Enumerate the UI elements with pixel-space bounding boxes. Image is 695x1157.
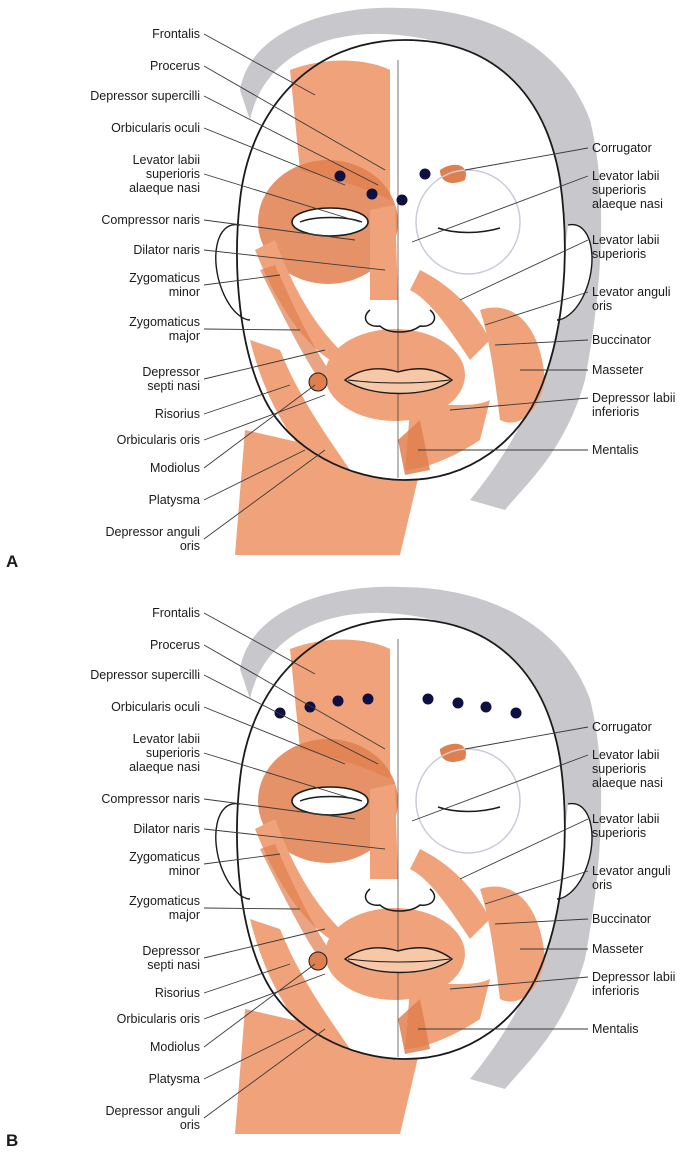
injection-point-2 [367, 189, 378, 200]
left-label-2: Procerus [150, 638, 200, 652]
left-label-11: Risorius [155, 986, 200, 1000]
injection-point-1 [275, 708, 286, 719]
left-label-1: Frontalis [152, 27, 200, 41]
left-label-13: Modiolus [150, 461, 200, 475]
nasalis-muscle [370, 205, 398, 300]
right-label-6: Masseter [592, 363, 643, 377]
left-label-5: Levator labii superioris alaeque nasi [129, 153, 200, 195]
injection-point-4 [363, 694, 374, 705]
injection-point-2 [305, 702, 316, 713]
left-label-5: Levator labii superioris alaeque nasi [129, 732, 200, 774]
right-label-2: Levator labii superioris alaeque nasi [592, 169, 663, 211]
right-label-5: Buccinator [592, 333, 651, 347]
face-diagram [0, 579, 695, 1157]
left-label-14: Platysma [149, 493, 200, 507]
left-label-2: Procerus [150, 59, 200, 73]
panel-letter: B [6, 1131, 18, 1151]
injection-point-5 [423, 694, 434, 705]
right-label-7: Depressor labii inferioris [592, 970, 675, 998]
left-label-6: Compressor naris [101, 213, 200, 227]
left-label-11: Risorius [155, 407, 200, 421]
left-label-14: Platysma [149, 1072, 200, 1086]
left-label-1: Frontalis [152, 606, 200, 620]
left-label-4: Orbicularis oculi [111, 700, 200, 714]
right-label-7: Depressor labii inferioris [592, 391, 675, 419]
left-eye [292, 787, 368, 815]
injection-point-8 [511, 708, 522, 719]
left-label-7: Dilator naris [133, 243, 200, 257]
panel-letter: A [6, 552, 18, 572]
left-label-8: Zygomaticus minor [129, 271, 200, 299]
left-label-7: Dilator naris [133, 822, 200, 836]
injection-point-3 [397, 195, 408, 206]
modiolus [309, 373, 327, 391]
left-label-3: Depressor supercilli [90, 668, 200, 682]
modiolus [309, 952, 327, 970]
face-diagram [0, 0, 695, 578]
left-label-15: Depressor anguli oris [106, 525, 201, 553]
left-label-10: Depressor septi nasi [142, 365, 200, 393]
injection-point-7 [481, 702, 492, 713]
left-label-4: Orbicularis oculi [111, 121, 200, 135]
right-label-4: Levator anguli oris [592, 285, 671, 313]
left-label-9: Zygomaticus major [129, 315, 200, 343]
left-label-6: Compressor naris [101, 792, 200, 806]
left-label-15: Depressor anguli oris [106, 1104, 201, 1132]
injection-point-4 [420, 169, 431, 180]
right-label-5: Buccinator [592, 912, 651, 926]
right-label-1: Corrugator [592, 141, 652, 155]
right-label-8: Mentalis [592, 443, 639, 457]
left-label-3: Depressor supercilli [90, 89, 200, 103]
left-label-8: Zygomaticus minor [129, 850, 200, 878]
left-label-12: Orbicularis oris [117, 1012, 200, 1026]
nasalis-muscle [370, 784, 398, 879]
left-label-12: Orbicularis oris [117, 433, 200, 447]
right-label-3: Levator labii superioris [592, 812, 659, 840]
right-label-3: Levator labii superioris [592, 233, 659, 261]
injection-point-6 [453, 698, 464, 709]
injection-point-1 [335, 171, 346, 182]
right-label-4: Levator anguli oris [592, 864, 671, 892]
left-label-10: Depressor septi nasi [142, 944, 200, 972]
left-eye [292, 208, 368, 236]
right-label-8: Mentalis [592, 1022, 639, 1036]
injection-point-3 [333, 696, 344, 707]
right-label-2: Levator labii superioris alaeque nasi [592, 748, 663, 790]
left-label-13: Modiolus [150, 1040, 200, 1054]
left-label-9: Zygomaticus major [129, 894, 200, 922]
right-label-1: Corrugator [592, 720, 652, 734]
right-label-6: Masseter [592, 942, 643, 956]
